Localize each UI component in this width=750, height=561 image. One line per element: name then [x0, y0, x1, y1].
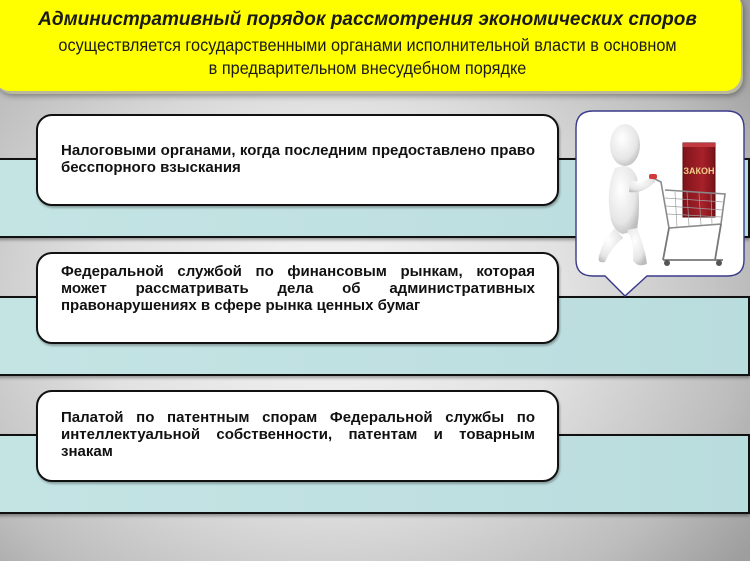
item-card-patent-disputes-chamber: Палатой по патентным спорам Федеральной …	[36, 390, 559, 482]
banner-title: Административный порядок рассмотрения эк…	[38, 9, 697, 30]
banner-subtitle-line-1: осуществляется государственными органами…	[58, 35, 677, 55]
banner-subtitle-line-2: в предварительном внесудебном порядке	[208, 58, 527, 78]
item-text: Палатой по патентным спорам Федеральной …	[61, 409, 535, 460]
item-card-financial-markets-service: Федеральной службой по финансовым рынкам…	[36, 252, 559, 344]
man-with-cart-icon: ЗАКОН	[575, 110, 745, 297]
title-banner: Административный порядок рассмотрения эк…	[0, 0, 741, 91]
illustration-callout: ЗАКОН	[575, 110, 745, 300]
item-text: Налоговыми органами, когда последним пре…	[61, 142, 535, 176]
item-text: Федеральной службой по финансовым рынкам…	[61, 263, 535, 314]
svg-text:ЗАКОН: ЗАКОН	[683, 166, 714, 176]
item-card-tax-authorities: Налоговыми органами, когда последним пре…	[36, 114, 559, 206]
